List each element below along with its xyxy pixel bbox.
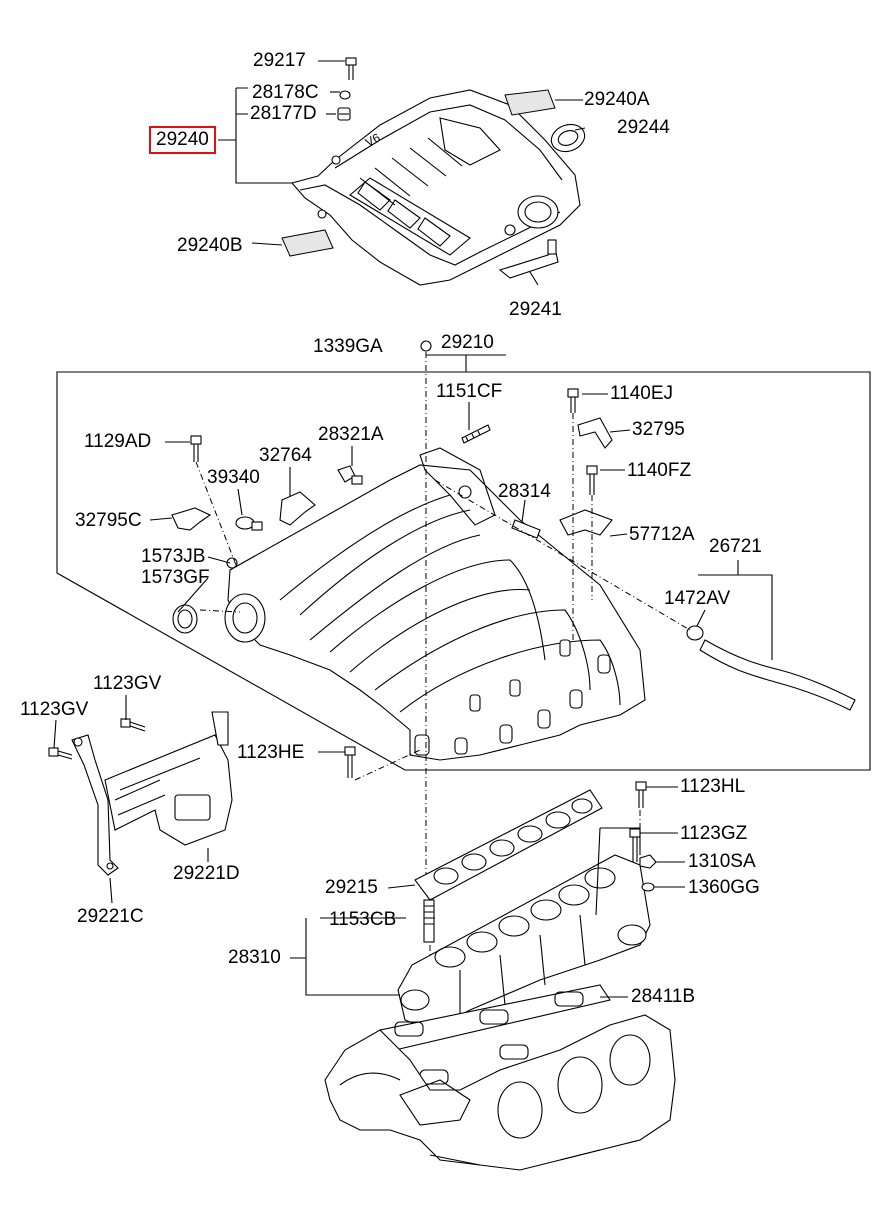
bracket-32795 (577, 417, 613, 449)
bracket-32764 (279, 491, 316, 526)
gasket-29215 (414, 789, 603, 901)
label-29215: 29215 (325, 877, 378, 898)
bolt-1123GZ (629, 828, 641, 862)
lower-leaders (290, 786, 685, 998)
sensor-39340 (235, 516, 263, 531)
bolt-1123HE (344, 746, 356, 778)
label-57712A: 57712A (629, 524, 695, 545)
clamp-1472AV (686, 625, 704, 641)
washer-1360GG (641, 882, 655, 892)
label-32764: 32764 (259, 445, 312, 466)
bracket-29221C (71, 734, 119, 876)
bracket-29241 (498, 246, 559, 279)
upper-intake-manifold (224, 447, 646, 761)
bolt-1123HL (635, 781, 647, 808)
label-32795: 32795 (632, 419, 685, 440)
label-39340: 39340 (207, 467, 260, 488)
label-28314: 28314 (498, 481, 551, 502)
label-29240B: 29240B (177, 235, 243, 256)
label-29217: 29217 (253, 50, 306, 71)
bracket-29221D (104, 711, 233, 846)
label-29221C: 29221C (77, 906, 144, 927)
label-1360GG: 1360GG (688, 877, 760, 898)
label-1573JB: 1573JB (141, 546, 206, 567)
label-29210: 29210 (441, 332, 494, 353)
pipe-28314 (511, 519, 541, 539)
label-1151CF: 1151CF (436, 381, 503, 402)
label-1310SA: 1310SA (688, 851, 756, 872)
label-28321A: 28321A (318, 424, 384, 445)
sensor-28321A (337, 465, 363, 485)
label-1573GF: 1573GF (141, 567, 210, 588)
pad-29240A (504, 89, 556, 116)
label-1472AV: 1472AV (664, 588, 731, 609)
label-1123GV-left: 1123GV (20, 699, 89, 720)
stud-1151CF (461, 424, 491, 444)
nut-1310SA (639, 854, 657, 869)
box-leaders (149, 393, 773, 660)
label-29244: 29244 (617, 117, 670, 138)
label-1140EJ: 1140EJ (610, 383, 674, 404)
grommet-28177D (337, 107, 351, 121)
cover-badge: V6 (363, 130, 383, 149)
bolt-29217 (345, 57, 357, 80)
bolt-1123GV-b (48, 747, 73, 760)
label-29221D: 29221D (173, 863, 240, 884)
label-29240-highlighted: 29240 (149, 126, 216, 154)
cover-leaders (218, 60, 586, 286)
label-28177D: 28177D (250, 103, 317, 124)
label-1123GZ: 1123GZ (680, 823, 748, 844)
pad-29240B (281, 229, 334, 257)
hose-26721 (699, 639, 856, 711)
bolt-1129AD (190, 435, 202, 462)
label-29241: 29241 (509, 299, 562, 320)
label-32795C: 32795C (75, 510, 142, 531)
bracket-32795C (171, 507, 212, 531)
label-1339GA: 1339GA (313, 336, 383, 357)
bolt-1123GV-a (120, 718, 146, 732)
emblem-29244 (550, 123, 586, 153)
assembly-box-29210 (56, 340, 871, 771)
label-1140FZ: 1140FZ (627, 460, 692, 481)
engine-block (324, 1014, 676, 1171)
label-29240A: 29240A (584, 89, 650, 110)
lower-intake-manifold-28310 (397, 854, 651, 1031)
label-1153CB: 1153CB (329, 909, 397, 930)
gasket-1573GF (172, 604, 198, 634)
engine-cover-29240: V6 (291, 89, 581, 286)
label-28411B: 28411B (631, 986, 696, 1007)
label-1129AD: 1129AD (84, 431, 152, 452)
bracket-leaders (53, 695, 345, 904)
label-1123GV-top: 1123GV (93, 673, 162, 694)
label-26721: 26721 (709, 536, 762, 557)
bolt-1140EJ (567, 388, 579, 413)
stud-1153CB (423, 899, 435, 943)
label-28178C: 28178C (252, 82, 319, 103)
label-1123HL: 1123HL (680, 776, 746, 797)
bracket-57712A (559, 509, 613, 536)
label-28310: 28310 (228, 947, 281, 968)
washer-28178C (339, 90, 351, 100)
bolt-1140FZ (586, 465, 598, 495)
label-1123HE: 1123HE (237, 742, 305, 763)
